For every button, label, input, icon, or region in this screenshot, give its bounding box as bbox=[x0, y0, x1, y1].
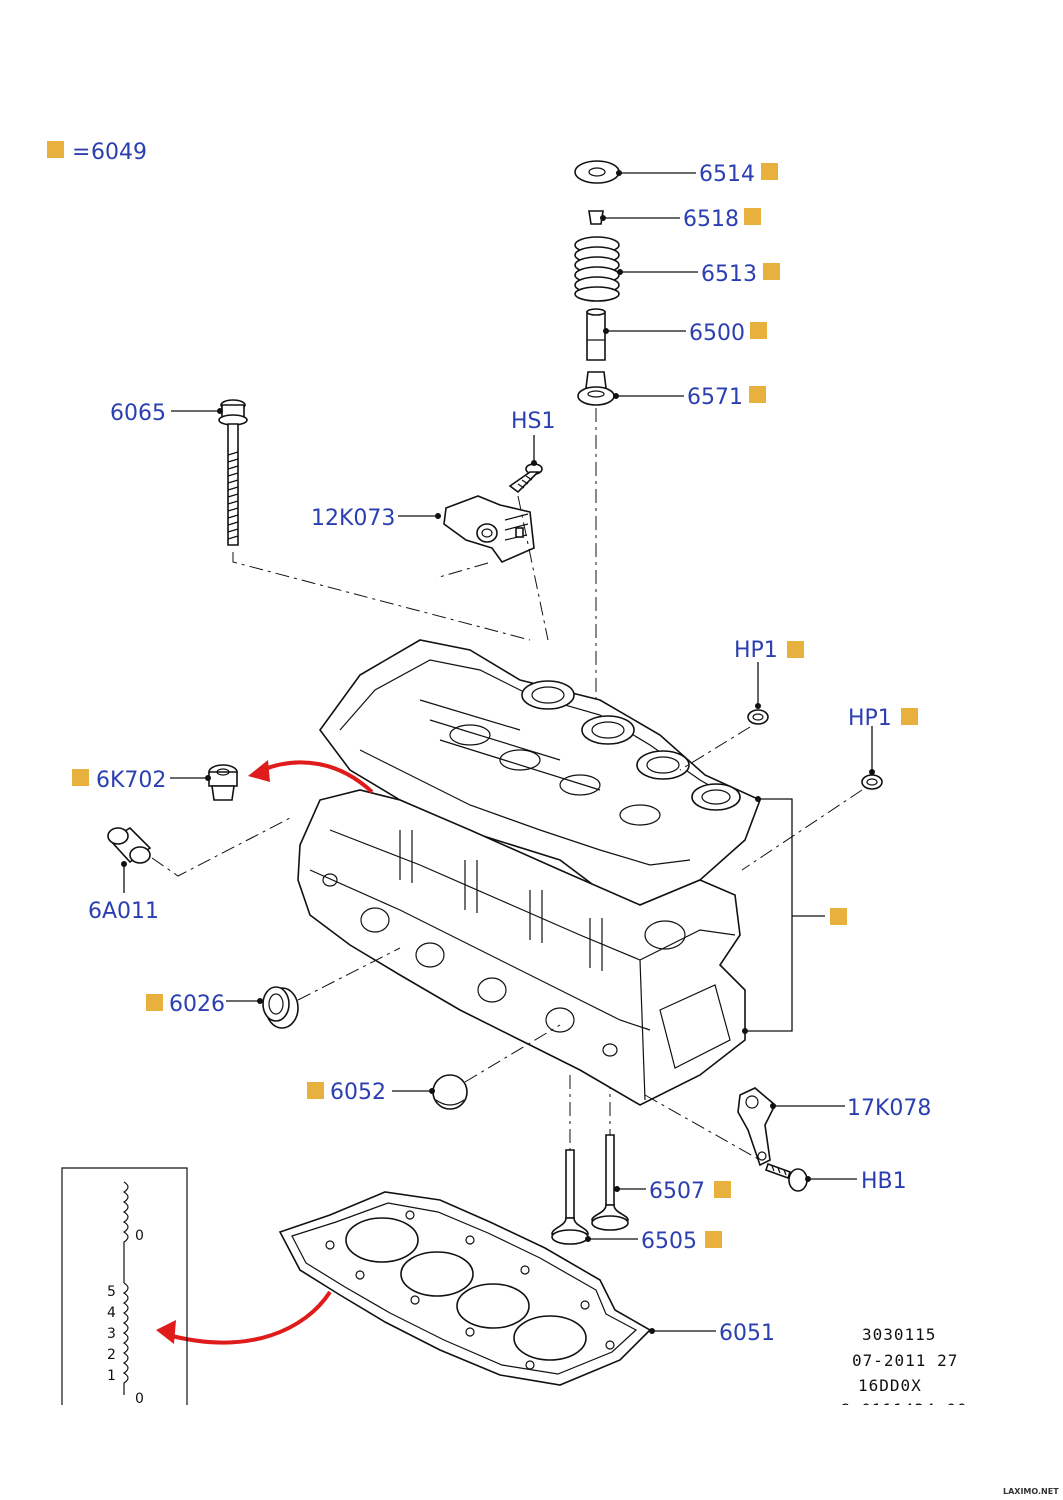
marker-6507 bbox=[714, 1181, 731, 1198]
marker-cylinder-head bbox=[830, 908, 847, 925]
scale-top-zero: 0 bbox=[135, 1228, 144, 1244]
marker-6026 bbox=[146, 994, 163, 1011]
watermark: LAXIMO.NET bbox=[1003, 1487, 1059, 1496]
part-6518-keeper[interactable] bbox=[588, 210, 604, 225]
info-line-3: 16DD0X bbox=[858, 1376, 922, 1395]
info-line-2: 07-2011 27 bbox=[852, 1351, 958, 1370]
label-6513[interactable]: 6513 bbox=[701, 262, 757, 287]
part-hp1-plug-b[interactable] bbox=[861, 774, 883, 790]
marker-6514 bbox=[761, 163, 778, 180]
legend-marker bbox=[47, 141, 64, 158]
marker-6513 bbox=[763, 263, 780, 280]
label-12k073[interactable]: 12K073 bbox=[311, 506, 395, 531]
label-6505[interactable]: 6505 bbox=[641, 1229, 697, 1254]
label-hs1[interactable]: HS1 bbox=[511, 409, 556, 434]
scale-mark-5: 5 bbox=[107, 1284, 116, 1300]
part-6k702-plug[interactable] bbox=[208, 764, 238, 801]
drawing-info-block: 3030115 07-2011 27 16DD0X G 0111434 00 bbox=[840, 1325, 968, 1419]
marker-6571 bbox=[749, 386, 766, 403]
part-hs1-bolt[interactable] bbox=[508, 463, 543, 494]
part-12k073-camshaft-sensor[interactable] bbox=[443, 495, 535, 563]
scale-mark-3: 3 bbox=[107, 1326, 116, 1342]
label-6a011[interactable]: 6A011 bbox=[88, 899, 159, 924]
label-6518[interactable]: 6518 bbox=[683, 207, 739, 232]
arrow-gasket-thickness bbox=[171, 1290, 332, 1345]
part-6052-cup-plug[interactable] bbox=[432, 1074, 468, 1110]
part-hp1-plug-a[interactable] bbox=[747, 709, 769, 725]
part-6513-spring[interactable] bbox=[574, 236, 620, 302]
part-6514-retainer[interactable] bbox=[574, 160, 620, 184]
part-cylinder-head[interactable] bbox=[297, 639, 762, 1106]
part-6026-seal[interactable] bbox=[262, 986, 299, 1029]
label-6026[interactable]: 6026 bbox=[169, 992, 225, 1017]
legend-equals: = bbox=[72, 140, 90, 165]
part-6051-head-gasket[interactable] bbox=[278, 1191, 652, 1386]
arrowhead-6k702 bbox=[248, 760, 270, 782]
marker-6505 bbox=[705, 1231, 722, 1248]
marker-6052 bbox=[307, 1082, 324, 1099]
scale-bottom-zero: 0 bbox=[135, 1391, 144, 1407]
scale-mark-4: 4 bbox=[107, 1305, 116, 1321]
label-6500[interactable]: 6500 bbox=[689, 321, 745, 346]
part-6a011-bushing[interactable] bbox=[107, 826, 152, 864]
part-6065-head-bolt[interactable] bbox=[218, 399, 248, 546]
part-6571-valve-seal[interactable] bbox=[577, 371, 615, 406]
label-6514[interactable]: 6514 bbox=[699, 162, 755, 187]
part-17k078-bracket[interactable] bbox=[737, 1087, 776, 1167]
label-6k702[interactable]: 6K702 bbox=[96, 768, 166, 793]
gasket-thickness-panel: 0 5 4 3 2 1 0 bbox=[61, 1167, 188, 1407]
scale-mark-1: 1 bbox=[107, 1368, 116, 1384]
legend: = 6049 bbox=[47, 140, 147, 165]
label-6065[interactable]: 6065 bbox=[110, 401, 166, 426]
label-hb1[interactable]: HB1 bbox=[861, 1169, 907, 1194]
label-17k078[interactable]: 17K078 bbox=[847, 1096, 931, 1121]
info-line-1: 3030115 bbox=[862, 1325, 936, 1344]
info-line-4: G 0111434 00 bbox=[840, 1400, 968, 1419]
marker-6518 bbox=[744, 208, 761, 225]
label-6051[interactable]: 6051 bbox=[719, 1321, 775, 1346]
marker-hp1-a bbox=[787, 641, 804, 658]
label-6571[interactable]: 6571 bbox=[687, 385, 743, 410]
part-6500-tappet[interactable] bbox=[586, 308, 606, 361]
part-6507-valve[interactable] bbox=[591, 1134, 629, 1231]
arrow-6k702-location bbox=[261, 760, 374, 794]
label-hp1-b[interactable]: HP1 bbox=[848, 706, 892, 731]
scale-mark-2: 2 bbox=[107, 1347, 116, 1363]
marker-6k702 bbox=[72, 769, 89, 786]
arrowhead-gasket bbox=[156, 1320, 176, 1344]
label-6507[interactable]: 6507 bbox=[649, 1179, 705, 1204]
part-hb1-bolt[interactable] bbox=[764, 1162, 808, 1192]
legend-code: 6049 bbox=[91, 140, 147, 165]
label-6052[interactable]: 6052 bbox=[330, 1080, 386, 1105]
marker-hp1-b bbox=[901, 708, 918, 725]
marker-6500 bbox=[750, 322, 767, 339]
label-hp1-a[interactable]: HP1 bbox=[734, 638, 778, 663]
part-6505-valve[interactable] bbox=[551, 1149, 589, 1245]
